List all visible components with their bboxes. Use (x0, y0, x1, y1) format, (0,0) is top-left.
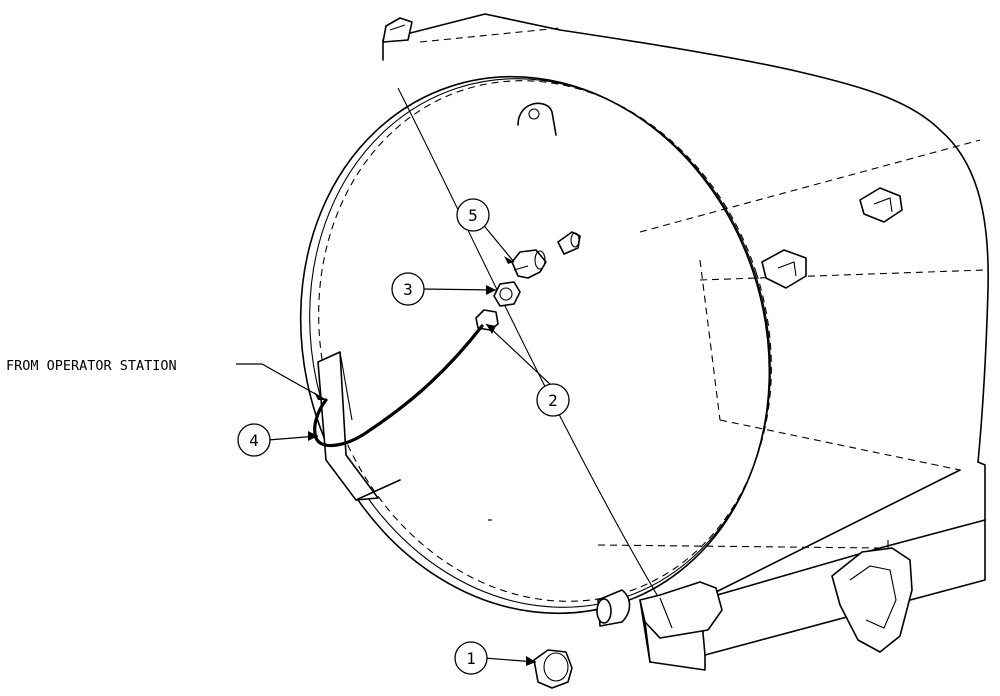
svg-text:4: 4 (249, 431, 259, 450)
balloon-5: 5 (456, 198, 490, 232)
bottom-sump (639, 581, 723, 663)
lifting-lug (517, 102, 557, 136)
left-support-leg (317, 351, 401, 501)
part-elbow (511, 249, 547, 279)
svg-text:2: 2 (548, 391, 558, 410)
part-adapter (493, 281, 521, 307)
svg-text:5: 5 (468, 206, 478, 225)
side-bracket-upper (859, 187, 903, 223)
balloon-2: 2 (536, 383, 570, 417)
front-right-bracket (831, 540, 913, 653)
part-cap (533, 649, 573, 689)
callout-from-operator-station: FROM OPERATOR STATION (6, 358, 177, 374)
balloon-3: 3 (391, 272, 425, 306)
leader-lines (236, 215, 553, 663)
part-nipple (557, 231, 581, 255)
balloon-4: 4 (237, 423, 271, 457)
top-left-bracket (382, 17, 413, 43)
side-bracket-lower (761, 249, 807, 289)
balloon-1: 1 (454, 641, 488, 675)
bottom-outlet (596, 589, 631, 627)
tank-body (382, 13, 989, 671)
svg-text:1: 1 (466, 649, 476, 668)
part-hose (313, 324, 484, 448)
leader-arrowheads (308, 256, 536, 666)
svg-text:3: 3 (403, 280, 413, 299)
